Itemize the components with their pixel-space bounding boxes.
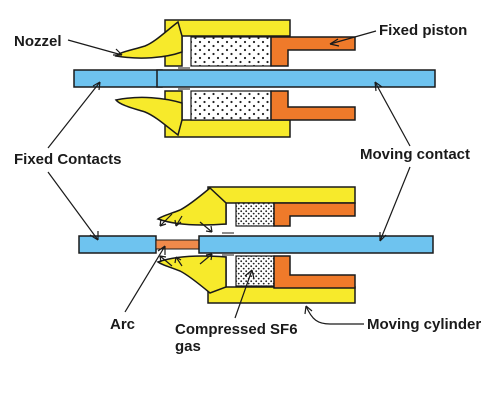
moving-contact-arrow-top (374, 81, 411, 147)
gas-chamber-top-open (235, 202, 275, 227)
closed-position-view (73, 19, 436, 138)
label-arc: Arc (110, 316, 136, 333)
fixed-contacts-arrow-bottom (47, 171, 99, 241)
nozzel-arrow (67, 39, 123, 56)
fixed-piston-top-open (273, 202, 356, 227)
label-compressed-sf6-gas: Compressed SF6 gas (175, 321, 298, 355)
fixed-contacts-arrow-top (47, 81, 101, 149)
compressed-gas-arrow (234, 269, 253, 319)
gas-chamber-top-closed (190, 36, 272, 67)
moving-cylinder-arrow (305, 305, 364, 325)
fixed-piston-bottom-open (273, 255, 356, 289)
label-moving-contact: Moving contact (360, 146, 471, 163)
moving-contact-arrow-bottom (379, 166, 411, 242)
label-compressed-sf6-line2: gas (175, 338, 201, 355)
leader-arrows (47, 30, 411, 325)
open-position-view (78, 186, 434, 304)
nozzle-top-open (156, 186, 227, 226)
gas-chamber-bottom-closed (190, 90, 272, 121)
moving-contact-closed (156, 69, 436, 88)
fixed-contact-open (78, 235, 157, 254)
nozzle-bottom-closed (114, 96, 183, 137)
fixed-piston-top-closed (270, 36, 356, 67)
label-nozzel: Nozzel (14, 33, 62, 50)
fixed-piston-arrow (329, 30, 377, 45)
label-moving-cylinder: Moving cylinder (367, 316, 482, 333)
gas-chamber-bottom-open (235, 255, 275, 287)
fixed-piston-bottom-closed (270, 90, 356, 121)
nozzle-top-closed (114, 20, 183, 59)
label-compressed-sf6-line1: Compressed SF6 (175, 321, 298, 338)
label-fixed-piston: Fixed piston (379, 22, 468, 39)
nozzle-bottom-open (156, 255, 227, 294)
fixed-contact-closed (73, 69, 163, 88)
arc-arrow (124, 245, 166, 313)
gas-flow-arrows (159, 213, 213, 267)
label-fixed-contacts: Fixed Contacts (14, 151, 122, 168)
moving-contact-open (198, 235, 434, 254)
